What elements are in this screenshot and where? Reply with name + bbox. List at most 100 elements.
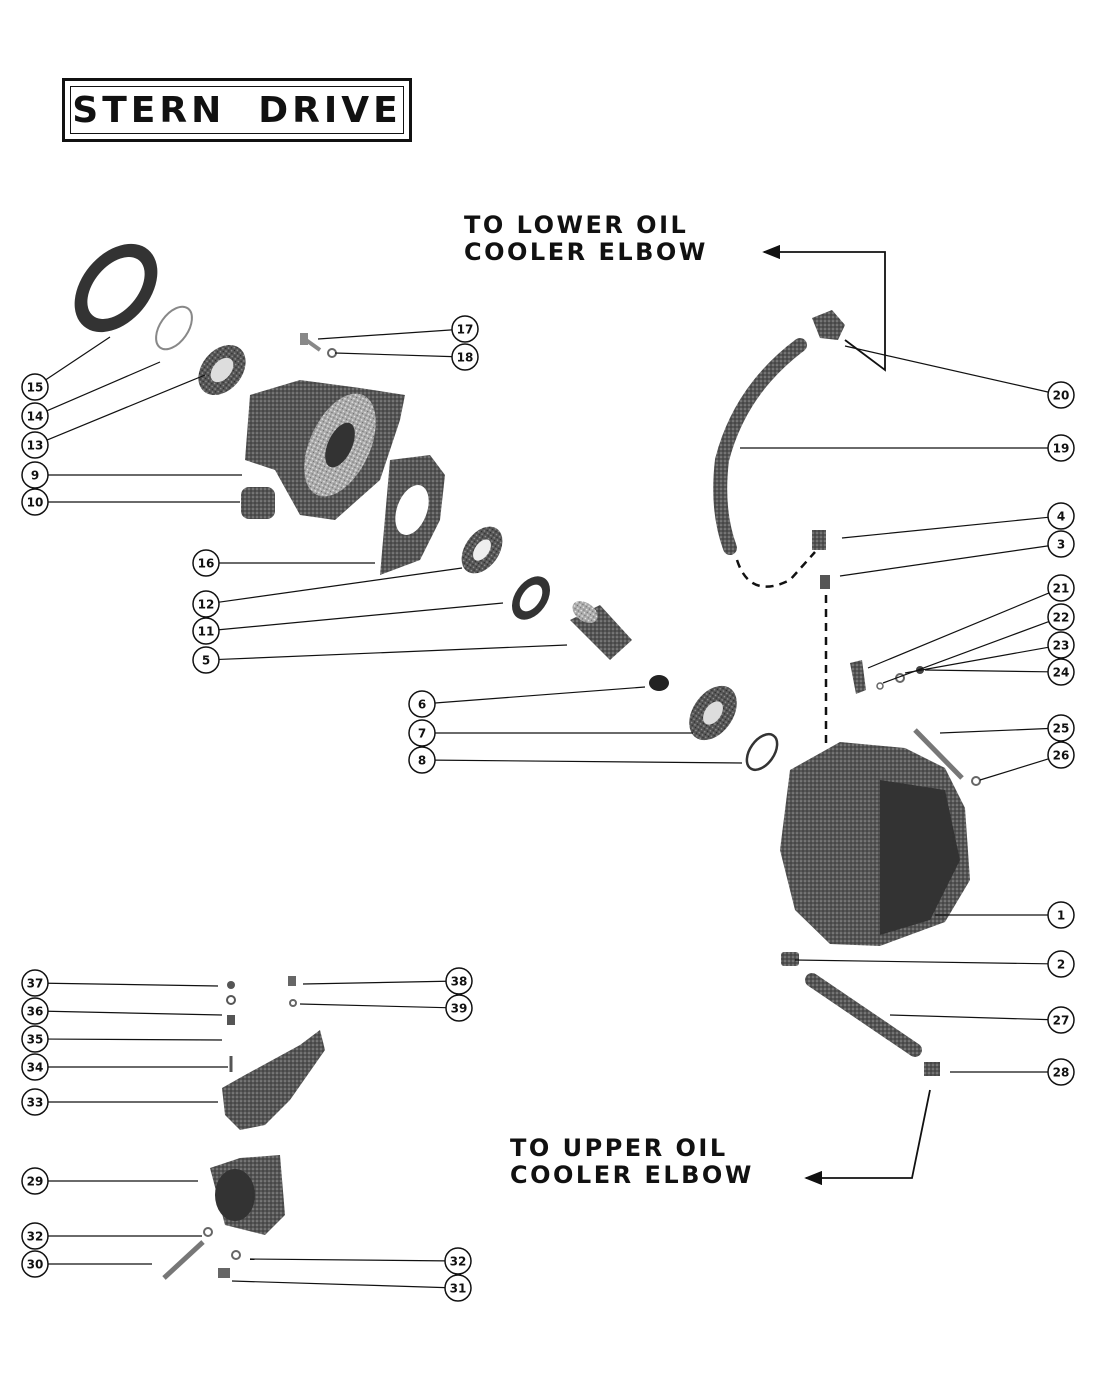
leader-line bbox=[47, 1038, 223, 1041]
part-35-washer bbox=[227, 1015, 235, 1025]
part-27-hose bbox=[805, 973, 922, 1057]
callout-10: 10 bbox=[21, 488, 240, 516]
callout-25: 25 bbox=[939, 714, 1075, 742]
leader-line bbox=[231, 1280, 446, 1289]
callout-circle bbox=[445, 994, 473, 1022]
callout-32: 32 bbox=[21, 1222, 202, 1250]
callout-3: 3 bbox=[839, 530, 1075, 577]
callout-circle bbox=[1047, 434, 1075, 462]
callout-circle bbox=[21, 1053, 49, 1081]
leader-line bbox=[904, 646, 1049, 674]
part-28-fitting bbox=[924, 1062, 940, 1076]
callout-number: 16 bbox=[198, 557, 215, 571]
part-18-washer bbox=[327, 348, 337, 358]
part-31-bolt bbox=[218, 1268, 230, 1278]
part-19-hose-dashed bbox=[735, 551, 816, 588]
part-36-washer bbox=[226, 995, 236, 1005]
callout-31: 31 bbox=[231, 1274, 472, 1302]
part-3-plug bbox=[820, 575, 830, 589]
upper-elbow-arrow bbox=[804, 1089, 931, 1186]
title-box: STERN DRIVE bbox=[62, 78, 412, 142]
part-15-seal bbox=[74, 243, 158, 333]
callout-22: 22 bbox=[882, 603, 1075, 684]
callout-number: 5 bbox=[202, 654, 210, 668]
callout-number: 39 bbox=[451, 1002, 468, 1016]
lower-elbow-arrow bbox=[762, 244, 886, 372]
callout-number: 7 bbox=[418, 727, 426, 741]
callout-number: 35 bbox=[27, 1033, 44, 1047]
callout-number: 15 bbox=[27, 381, 44, 395]
callout-16: 16 bbox=[192, 549, 375, 577]
callout-circle bbox=[21, 488, 49, 516]
callout-number: 37 bbox=[27, 977, 44, 991]
leader-line bbox=[218, 644, 568, 661]
callout-number: 32 bbox=[450, 1255, 467, 1269]
callout-21: 21 bbox=[867, 574, 1075, 669]
part-6-plug bbox=[649, 675, 669, 691]
callout-circle bbox=[192, 646, 220, 674]
leader-line bbox=[45, 336, 111, 381]
callout-number: 14 bbox=[27, 410, 44, 424]
callout-number: 30 bbox=[27, 1258, 44, 1272]
callout-circle bbox=[445, 967, 473, 995]
callout-26: 26 bbox=[979, 741, 1075, 781]
callout-39: 39 bbox=[299, 994, 473, 1022]
leader-line bbox=[844, 345, 1049, 393]
leader-line bbox=[47, 1010, 223, 1016]
callout-number: 33 bbox=[27, 1096, 44, 1110]
leader-line bbox=[302, 980, 447, 985]
callout-12: 12 bbox=[192, 567, 463, 618]
callout-number: 8 bbox=[418, 754, 426, 768]
part-8-snap-ring bbox=[745, 732, 779, 772]
part-19-hose bbox=[713, 338, 807, 555]
callout-24: 24 bbox=[924, 658, 1075, 686]
note-upper-line-2: COOLER ELBOW bbox=[510, 1161, 754, 1189]
callout-number: 20 bbox=[1053, 389, 1070, 403]
callout-circle bbox=[1047, 741, 1075, 769]
leader-line bbox=[46, 374, 206, 441]
callout-circle bbox=[21, 431, 49, 459]
note-upper-oil-cooler: TO UPPER OIL COOLER ELBOW bbox=[510, 1135, 754, 1189]
callout-8: 8 bbox=[408, 746, 743, 774]
note-lower-line-1: TO LOWER OIL bbox=[464, 211, 689, 239]
leader-line bbox=[249, 1258, 446, 1262]
note-lower-line-2: COOLER ELBOW bbox=[464, 238, 708, 266]
callout-circle bbox=[21, 461, 49, 489]
callout-4: 4 bbox=[841, 502, 1075, 539]
callout-circle bbox=[1047, 603, 1075, 631]
leader-line bbox=[334, 352, 453, 358]
leader-line bbox=[434, 686, 646, 704]
part-10-bushing bbox=[241, 487, 275, 519]
callout-13: 13 bbox=[21, 374, 206, 459]
leader-line bbox=[839, 545, 1049, 577]
callout-circle bbox=[21, 1088, 49, 1116]
callout-circle bbox=[1047, 714, 1075, 742]
callout-circle bbox=[21, 997, 49, 1025]
callout-number: 2 bbox=[1057, 958, 1065, 972]
part-1-gear-housing bbox=[780, 742, 970, 946]
callout-circle bbox=[1047, 381, 1075, 409]
callout-circle bbox=[1047, 502, 1075, 530]
leader-line bbox=[979, 758, 1049, 781]
part-4-fitting bbox=[812, 530, 826, 550]
callout-number: 34 bbox=[27, 1061, 44, 1075]
callout-circle bbox=[408, 690, 436, 718]
callout-circle bbox=[444, 1274, 472, 1302]
callout-circle bbox=[1047, 950, 1075, 978]
callout-circle bbox=[192, 590, 220, 618]
callout-circle bbox=[192, 549, 220, 577]
callout-number: 32 bbox=[27, 1230, 44, 1244]
callout-circle bbox=[1047, 631, 1075, 659]
part-21-bracket bbox=[850, 660, 866, 694]
callout-circle bbox=[192, 617, 220, 645]
part-20-elbow bbox=[812, 310, 845, 340]
callout-number: 6 bbox=[418, 698, 426, 712]
page-title: STERN DRIVE bbox=[72, 89, 402, 131]
part-22-washer bbox=[876, 682, 884, 690]
callout-18: 18 bbox=[334, 343, 479, 371]
part-16-gasket bbox=[380, 455, 445, 575]
callout-number: 22 bbox=[1053, 611, 1070, 625]
callout-number: 1 bbox=[1057, 909, 1065, 923]
callout-circle bbox=[1047, 901, 1075, 929]
part-11-seal bbox=[511, 576, 551, 620]
